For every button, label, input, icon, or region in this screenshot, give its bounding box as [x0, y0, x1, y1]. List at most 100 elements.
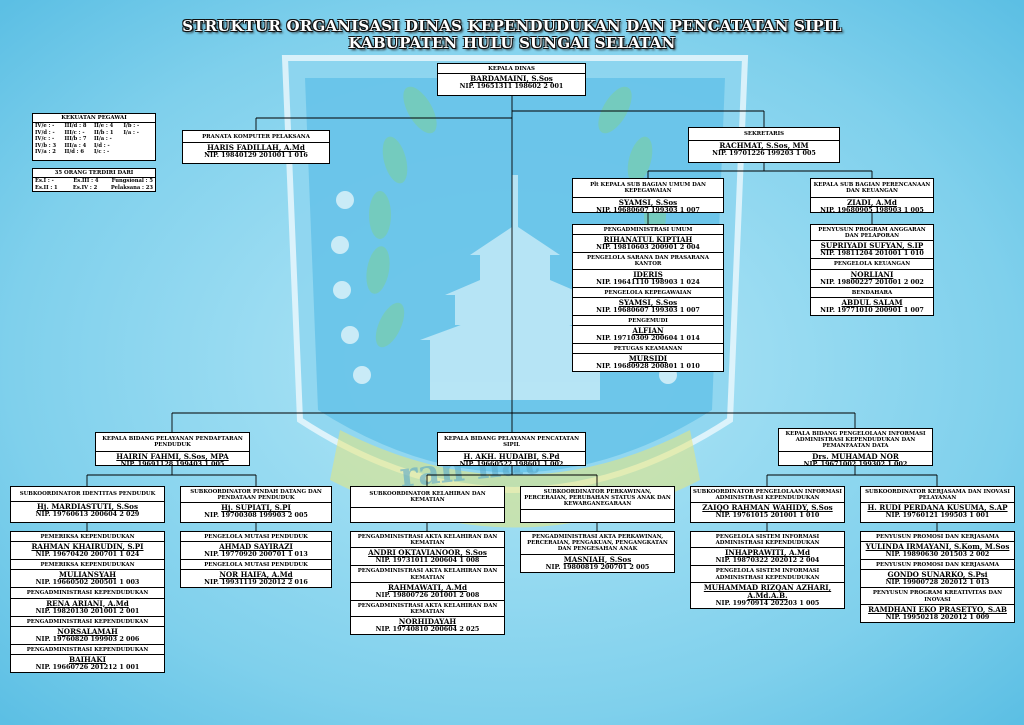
person-nip: NIP. 19760121 199503 1 001 [885, 511, 990, 520]
person-nip: NIP. 19840129 201001 1 016 [204, 151, 308, 160]
person-name: SYAMSI, S.Sos [618, 198, 678, 208]
jumlah-heading: 35 ORANG TERDIRI DARI [33, 169, 155, 178]
person-nip: NIP. 19731011 200604 1 008 [375, 556, 480, 565]
person-name: ANDRI OKTAVIANOOR, S.Sos [368, 548, 487, 558]
person-name: Drs. MUHAMAD NOR [812, 451, 899, 461]
position-title: SUBKOORDINATOR PENGELOLAAN INFORMASI ADM… [691, 487, 844, 504]
person-nip: NIP. 19660522 198601 1 002 [459, 460, 564, 469]
person-name: GONDO SUNARKO, S.Psi [887, 570, 988, 580]
bidang-informasi-box: KEPALA BIDANG PENGELOLAAN INFORMASI ADMI… [778, 428, 933, 468]
person-name: BAIHAKI [69, 655, 106, 665]
position-title: PENGEMUDI [573, 316, 723, 327]
position-title: PENGELOLA KEPEGAWAIAN [573, 288, 723, 298]
person-nip: NIP. 19701226 199203 1 005 [712, 149, 816, 158]
position-title: PEMERIKSA KEPENDUDUKAN [11, 560, 164, 571]
person-name: MUHAMMAD RIZQAN AZHARI, A.Md.A.B. [703, 582, 832, 600]
person-name: Hj. MARDIASTUTI, S.Sos [36, 502, 139, 512]
person-nip: NIP. 19740810 200604 2 025 [375, 625, 480, 634]
stat-cell: III/a : 4 [64, 142, 87, 149]
person-name: MASNIAH, S.Sos [563, 554, 632, 564]
person-nip: NIP. 19810603 200901 2 004 [596, 243, 700, 252]
position-title: SUBKOORDINATOR IDENTITAS PENDUDUK [11, 487, 164, 503]
stat-cell: I/a : - [123, 129, 139, 136]
stat-cell: III/c : - [64, 129, 85, 136]
subkoordinator-kelahiran-box: SUBKOORDINATOR KELAHIRAN DAN KEMATIAN [350, 486, 505, 523]
person-name: INHAPRAWITI, A.Md [724, 548, 811, 558]
person-nip: NIP. 19710309 200604 1 014 [596, 334, 700, 343]
person-nip: NIP. 19761015 201001 1 010 [715, 511, 820, 520]
staff-identitas-stack: PEMERIKSA KEPENDUDUKAN RAHMAN KHAIRUDIN, … [10, 531, 165, 674]
person-nip: NIP. 19770920 200701 1 013 [204, 550, 308, 559]
person-name: MULIANSYAH [58, 570, 116, 580]
person-nip: NIP. 19820130 201001 2 001 [35, 606, 140, 615]
page-title: STRUKTUR ORGANISASI DINAS KEPENDUDUKAN D… [182, 17, 842, 35]
pranata-komputer-box: PRANATA KOMPUTER PELAKSANA HARIS FADILLA… [182, 130, 330, 164]
person-name: AHMAD SAYIRAZI [219, 542, 293, 552]
stat-cell: I/b : - [123, 123, 140, 129]
bidang-pencatatan-box: KEPALA BIDANG PELAYANAN PENCATATAN SIPIL… [437, 432, 586, 469]
stat-cell: Fungsional : 5 [111, 178, 154, 184]
position-title: PENYUSUN PROGRAM ANGGARAN DAN PELAPORAN [811, 225, 933, 242]
stat-cell: IV/a : 2 [35, 149, 56, 156]
person-nip: NIP. 19931119 202012 2 016 [204, 578, 308, 587]
person-name: RAHMAN KHAIRUDIN, S.PI [31, 542, 144, 552]
person-name: NORLIANI [850, 269, 894, 279]
person-name: MURSIDI [628, 354, 668, 364]
subbag-umum-box: Plt KEPALA SUB BAGIAN UMUM DAN KEPEGAWAI… [572, 178, 724, 214]
staff-informasi-stack: PENGELOLA SISTEM INFORMASI ADMINISTRASI … [690, 531, 845, 609]
sekretaris-box: SEKRETARIS RACHMAT, S.Sos, MM NIP. 19701… [688, 127, 840, 163]
stat-cell: II/b : 1 [94, 129, 114, 136]
person-name: RACHMAT, S.Sos, MM [719, 141, 809, 151]
person-nip: NIP. 19970914 202203 1 005 [715, 598, 820, 607]
position-title: PENGADMINISTRASI AKTA KELAHIRAN DAN KEMA… [351, 532, 504, 549]
staff-entry: PENGADMINISTRASI AKTA PERKAWINAN, PERCER… [521, 532, 674, 572]
person-nip: NIP. 19800227 201001 2 002 [820, 277, 924, 286]
person-name: NORSALAMAH [57, 626, 118, 636]
stat-cell: I/d : - [94, 142, 110, 149]
person-name: ZIADI, A.Md [847, 198, 897, 208]
position-title: PENGELOLA SISTEM INFORMASI ADMINISTRASI … [691, 566, 844, 583]
person-nip: NIP. 19800726 201001 2 008 [375, 590, 480, 599]
position-title: PENGELOLA MUTASI PENDUDUK [181, 532, 331, 543]
subkoordinator-identitas-box: SUBKOORDINATOR IDENTITAS PENDUDUK Hj. MA… [10, 486, 165, 523]
person-nip: NIP. 19671002 199302 1 002 [803, 459, 908, 468]
kekuatan-heading: KEKUATAN PEGAWAI [33, 114, 155, 123]
staff-entry: PENGELOLA SISTEM INFORMASI ADMINISTRASI … [691, 565, 844, 607]
stat-cell [124, 143, 154, 150]
position-title: PENGADMINISTRASI KEPENDUDUKAN [11, 645, 164, 656]
person-name: NORHIDAYAH [398, 617, 457, 627]
stat-cell [124, 149, 154, 156]
person-name: H. AKH. HUDAIBI, S.Pd [463, 452, 560, 462]
kepala-dinas-box: KEPALA DINAS BARDAMAINI, S.Sos NIP. 1965… [437, 63, 586, 96]
stat-cell: Pelaksana : 23 [110, 184, 153, 191]
person-nip: NIP. 19950218 202012 1 009 [885, 612, 990, 621]
stat-cell: IV/c : - [35, 136, 55, 143]
position-title: PRANATA KOMPUTER PELAKSANA [183, 131, 329, 144]
position-title: KEPALA BIDANG PENGELOLAAN INFORMASI ADMI… [779, 429, 932, 452]
stat-cell: Es.I : - [35, 178, 54, 184]
person-nip: NIP. 19680905 198903 1 005 [820, 206, 924, 215]
staff-entry: PENYUSUN PROGRAM KREATIVITAS DAN INOVASI… [861, 587, 1014, 621]
staff-entry: PENGADMINISTRASI AKTA KELAHIRAN DAN KEMA… [351, 532, 504, 565]
position-title: PENGELOLA SISTEM INFORMASI ADMINISTRASI … [691, 532, 844, 549]
subkoordinator-pindah-box: SUBKOORDINATOR PINDAH DATANG DAN PENDATA… [180, 486, 332, 523]
person-name: NOR HAIFA, A.Md [219, 570, 293, 580]
position-title: KEPALA DINAS [438, 64, 585, 75]
stat-cell: II/d : 6 [64, 149, 85, 156]
stat-cell: III/b : 7 [64, 136, 87, 143]
person-name: Hj. SUPIATI, S.PI [221, 503, 291, 513]
jumlah-pegawai-box: 35 ORANG TERDIRI DARI Es.I : -Es.III : 4… [32, 168, 156, 192]
